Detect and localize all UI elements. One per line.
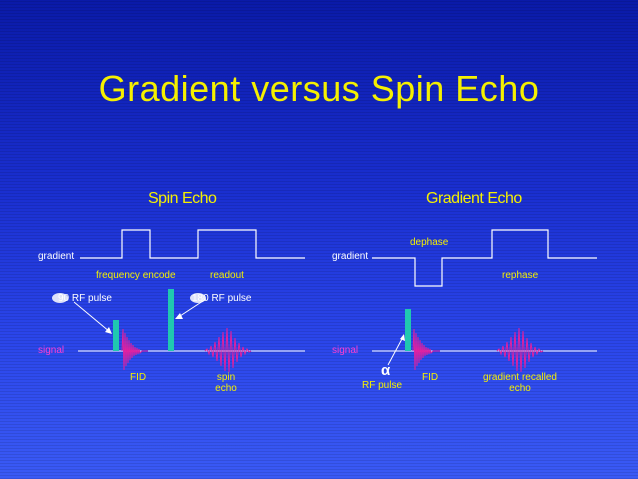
- se-rf-pulse-90: [113, 320, 119, 351]
- ge-signal-label: signal: [332, 345, 359, 356]
- ge-gre-line1: gradient recalled: [483, 372, 557, 383]
- se-spin-echo-line2: echo: [215, 383, 237, 394]
- ge-rephase-label: rephase: [502, 270, 539, 281]
- ge-gradient-label: gradient: [332, 251, 369, 262]
- se-fid-label: FID: [130, 372, 147, 383]
- se-rf-symbol-180: [190, 293, 206, 303]
- ge-gre-line2: echo: [509, 383, 531, 394]
- ge-dephase-label: dephase: [410, 237, 449, 248]
- page-title: Gradient versus Spin Echo: [98, 68, 540, 109]
- ge-rf-pulse: [405, 309, 411, 351]
- se-fid-wave: [121, 328, 148, 371]
- se-arrow-180-head: [175, 313, 183, 319]
- ge-rf-pulse-label: RF pulse: [362, 380, 403, 391]
- ge-fid-label: FID: [422, 372, 439, 383]
- se-spin-echo-wave: [204, 327, 252, 373]
- se-rf-pulse-90-label: 90 RF pulse: [58, 293, 112, 304]
- spin-echo-heading: Spin Echo: [148, 190, 217, 207]
- se-gradient-label: gradient: [38, 251, 75, 262]
- se-readout-label: readout: [210, 270, 244, 281]
- ge-gre-label: gradient recalled echo: [470, 372, 570, 394]
- alpha-symbol: α: [381, 362, 391, 379]
- se-frequency-encode-label: frequency encode: [96, 270, 176, 281]
- se-signal-label: signal: [38, 345, 65, 356]
- se-rf-pulse-180-label: 180 RF pulse: [192, 293, 252, 304]
- se-spin-echo-line1: spin: [216, 372, 236, 383]
- se-arrow-90: [73, 301, 111, 333]
- se-rf-symbol-90: [52, 293, 68, 303]
- se-rf-pulse-180: [168, 289, 174, 351]
- ge-gre-wave: [496, 327, 544, 373]
- ge-arrow-head: [400, 334, 405, 341]
- se-arrow-90-head: [105, 327, 112, 334]
- se-gradient-line: [80, 229, 305, 259]
- ge-arrow: [387, 336, 404, 366]
- se-spin-echo-label: spin echo: [210, 372, 242, 394]
- ge-fid-wave: [412, 328, 440, 371]
- gradient-echo-heading: Gradient Echo: [426, 190, 522, 207]
